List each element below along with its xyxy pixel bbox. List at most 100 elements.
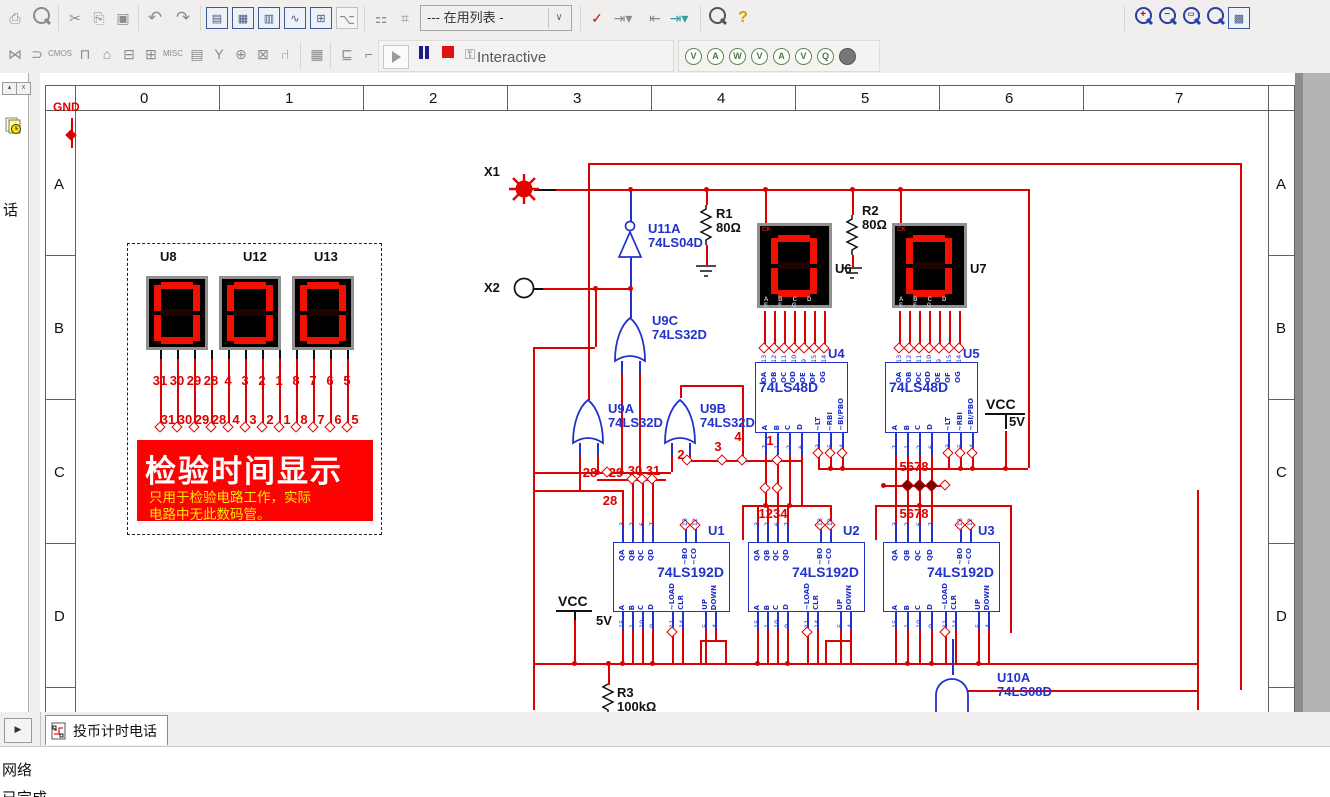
panel-minimize-button[interactable]: ▴ — [2, 82, 17, 95]
wire[interactable] — [931, 433, 933, 455]
wire[interactable] — [1197, 490, 1199, 710]
export-icon[interactable]: ⇥▾ — [613, 10, 633, 26]
wire[interactable] — [767, 630, 769, 663]
wire[interactable] — [279, 359, 281, 423]
wire[interactable] — [630, 257, 632, 288]
postprocessor-toggle-icon[interactable]: ⊞ — [310, 7, 332, 29]
seven-segment-display-u7[interactable]: CK A B C D E F G — [892, 223, 967, 309]
wire[interactable] — [725, 640, 727, 663]
decoder-chip-u4[interactable] — [755, 362, 848, 433]
wire[interactable] — [895, 433, 897, 455]
wire[interactable] — [574, 620, 576, 663]
wire[interactable] — [978, 630, 980, 663]
wire[interactable] — [228, 359, 230, 423]
wire[interactable] — [817, 612, 819, 630]
component-ref[interactable]: U13 — [314, 249, 338, 264]
component-ref[interactable]: U7 — [970, 261, 987, 276]
wire[interactable] — [919, 612, 921, 630]
wire[interactable] — [919, 433, 921, 455]
net-connector[interactable] — [836, 447, 848, 459]
wire[interactable] — [852, 189, 854, 215]
wire[interactable] — [595, 288, 597, 347]
misc-component-icon[interactable]: MISC — [163, 49, 183, 58]
verification-dashed-box[interactable] — [127, 243, 382, 535]
wire[interactable] — [313, 359, 315, 423]
wire[interactable] — [767, 525, 769, 542]
print-icon[interactable]: ⎙ — [9, 10, 21, 26]
wire[interactable] — [556, 189, 1028, 191]
wire[interactable] — [949, 311, 951, 345]
wire[interactable] — [534, 288, 543, 290]
wire[interactable] — [960, 525, 962, 542]
wire[interactable] — [919, 311, 921, 345]
wire[interactable] — [787, 630, 789, 663]
wire[interactable] — [907, 455, 909, 485]
wire[interactable] — [919, 630, 921, 663]
wire[interactable] — [972, 456, 974, 468]
wire[interactable] — [680, 385, 742, 387]
wire[interactable] — [630, 191, 632, 221]
wire[interactable] — [794, 311, 796, 345]
net-connector[interactable] — [942, 447, 954, 459]
wire[interactable] — [789, 455, 791, 505]
net-connector[interactable] — [736, 454, 748, 466]
wire[interactable] — [689, 443, 691, 455]
wire[interactable] — [955, 630, 957, 663]
wire[interactable] — [875, 505, 877, 540]
wire[interactable] — [955, 612, 957, 630]
wire[interactable] — [1240, 163, 1242, 690]
wire[interactable] — [777, 525, 779, 542]
counter-chip-u1[interactable] — [613, 542, 730, 612]
wire[interactable] — [642, 612, 644, 630]
wire[interactable] — [814, 311, 816, 345]
wire[interactable] — [952, 690, 1197, 692]
ttl-component-icon[interactable]: ⊃ — [31, 46, 43, 62]
wire[interactable] — [757, 505, 759, 525]
wire[interactable] — [960, 456, 962, 468]
wire[interactable] — [895, 525, 897, 542]
wire[interactable] — [642, 525, 644, 542]
cmos-component-icon[interactable]: CMOS — [48, 49, 72, 58]
wire[interactable] — [533, 490, 622, 492]
wire[interactable] — [850, 630, 852, 640]
zoom-fullscreen-icon[interactable]: ▩ — [1228, 7, 1250, 29]
hierarchical-block-icon[interactable]: ⊑ — [341, 46, 353, 62]
results-line-completed[interactable]: 已完成 — [2, 787, 47, 797]
zoom-area-icon[interactable]: ▭ — [1180, 7, 1202, 29]
wire[interactable] — [757, 630, 759, 663]
spreadsheet-view-toggle-icon[interactable]: ▥ — [258, 7, 280, 29]
wire[interactable] — [807, 612, 809, 630]
wire[interactable] — [789, 433, 791, 455]
undo-icon[interactable]: ↶ — [147, 8, 163, 27]
wire[interactable] — [622, 612, 624, 630]
results-line-network[interactable]: 网络 — [2, 762, 33, 779]
wire[interactable] — [818, 433, 820, 450]
wire[interactable] — [931, 612, 933, 630]
lamp-x2-off[interactable] — [512, 276, 536, 300]
wire[interactable] — [850, 640, 852, 663]
wire[interactable] — [952, 639, 954, 675]
component-ref[interactable]: U1 — [708, 523, 725, 538]
component-ref[interactable]: U6 — [835, 261, 852, 276]
or-gate-u9b[interactable] — [662, 397, 698, 445]
net-connector[interactable] — [924, 478, 938, 492]
wire[interactable] — [825, 640, 827, 663]
wire[interactable] — [784, 311, 786, 345]
resistor-r1[interactable] — [699, 205, 713, 245]
connector-component-icon[interactable]: ⊠ — [257, 46, 269, 62]
seven-segment-display-u13[interactable] — [292, 276, 354, 350]
wire[interactable] — [1010, 505, 1012, 633]
wire[interactable] — [705, 612, 707, 630]
wire[interactable] — [652, 612, 654, 630]
back-annotate-icon[interactable]: ⇤ — [649, 10, 661, 26]
wire[interactable] — [672, 612, 674, 630]
component-ref[interactable]: R1 — [716, 206, 733, 221]
component-ref[interactable]: X1 — [484, 164, 500, 179]
wire[interactable] — [840, 630, 842, 663]
net-connector[interactable] — [759, 482, 771, 494]
sheet-tab-active[interactable]: 投币计时电话 — [45, 715, 168, 745]
wire[interactable] — [972, 433, 974, 450]
wire[interactable] — [960, 433, 962, 450]
source-component-icon[interactable]: ⋈ — [8, 46, 22, 62]
wire[interactable] — [632, 525, 634, 542]
